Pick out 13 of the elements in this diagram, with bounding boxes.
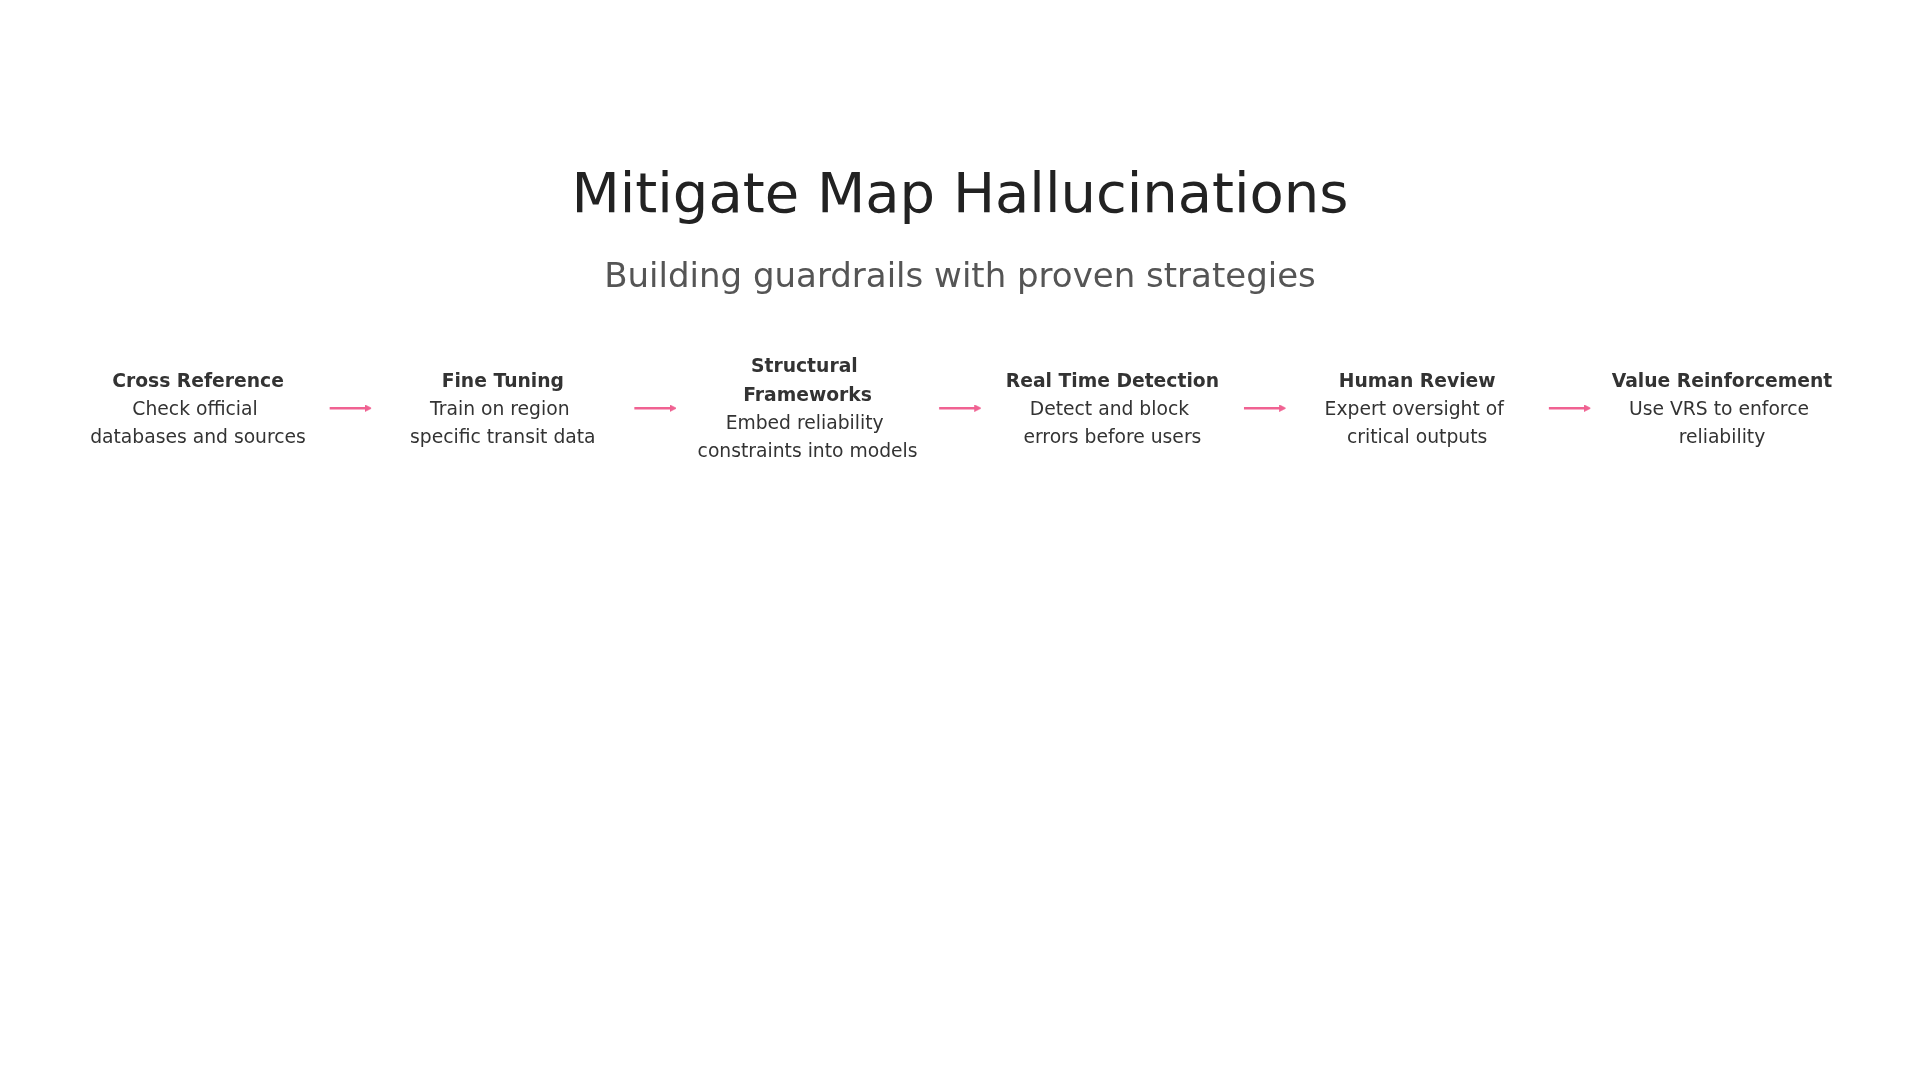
title: Mitigate Map Hallucinations: [571, 160, 1349, 225]
node-text: Cross Reference Check official databases and sources: [90, 369, 306, 447]
node-text: Value Reinforcement Use VRS to enforce reliability: [1611, 369, 1833, 447]
node-text: Fine Tuning Train on region specific transit data: [410, 369, 596, 447]
arrow: [329, 404, 373, 412]
arrow: [1243, 404, 1287, 412]
node-text: Real Time Detection Detect and block errors before users: [1005, 369, 1220, 447]
subtitle: Building guardrails with proven strategies: [604, 255, 1316, 295]
arrow: [1548, 404, 1592, 412]
node-text: Structural Frameworks Embed reliability constraints into models: [697, 355, 918, 461]
arrow: [938, 404, 982, 412]
node-text: Human Review Expert oversight of critical outputs: [1324, 369, 1504, 447]
arrow: [633, 404, 677, 412]
